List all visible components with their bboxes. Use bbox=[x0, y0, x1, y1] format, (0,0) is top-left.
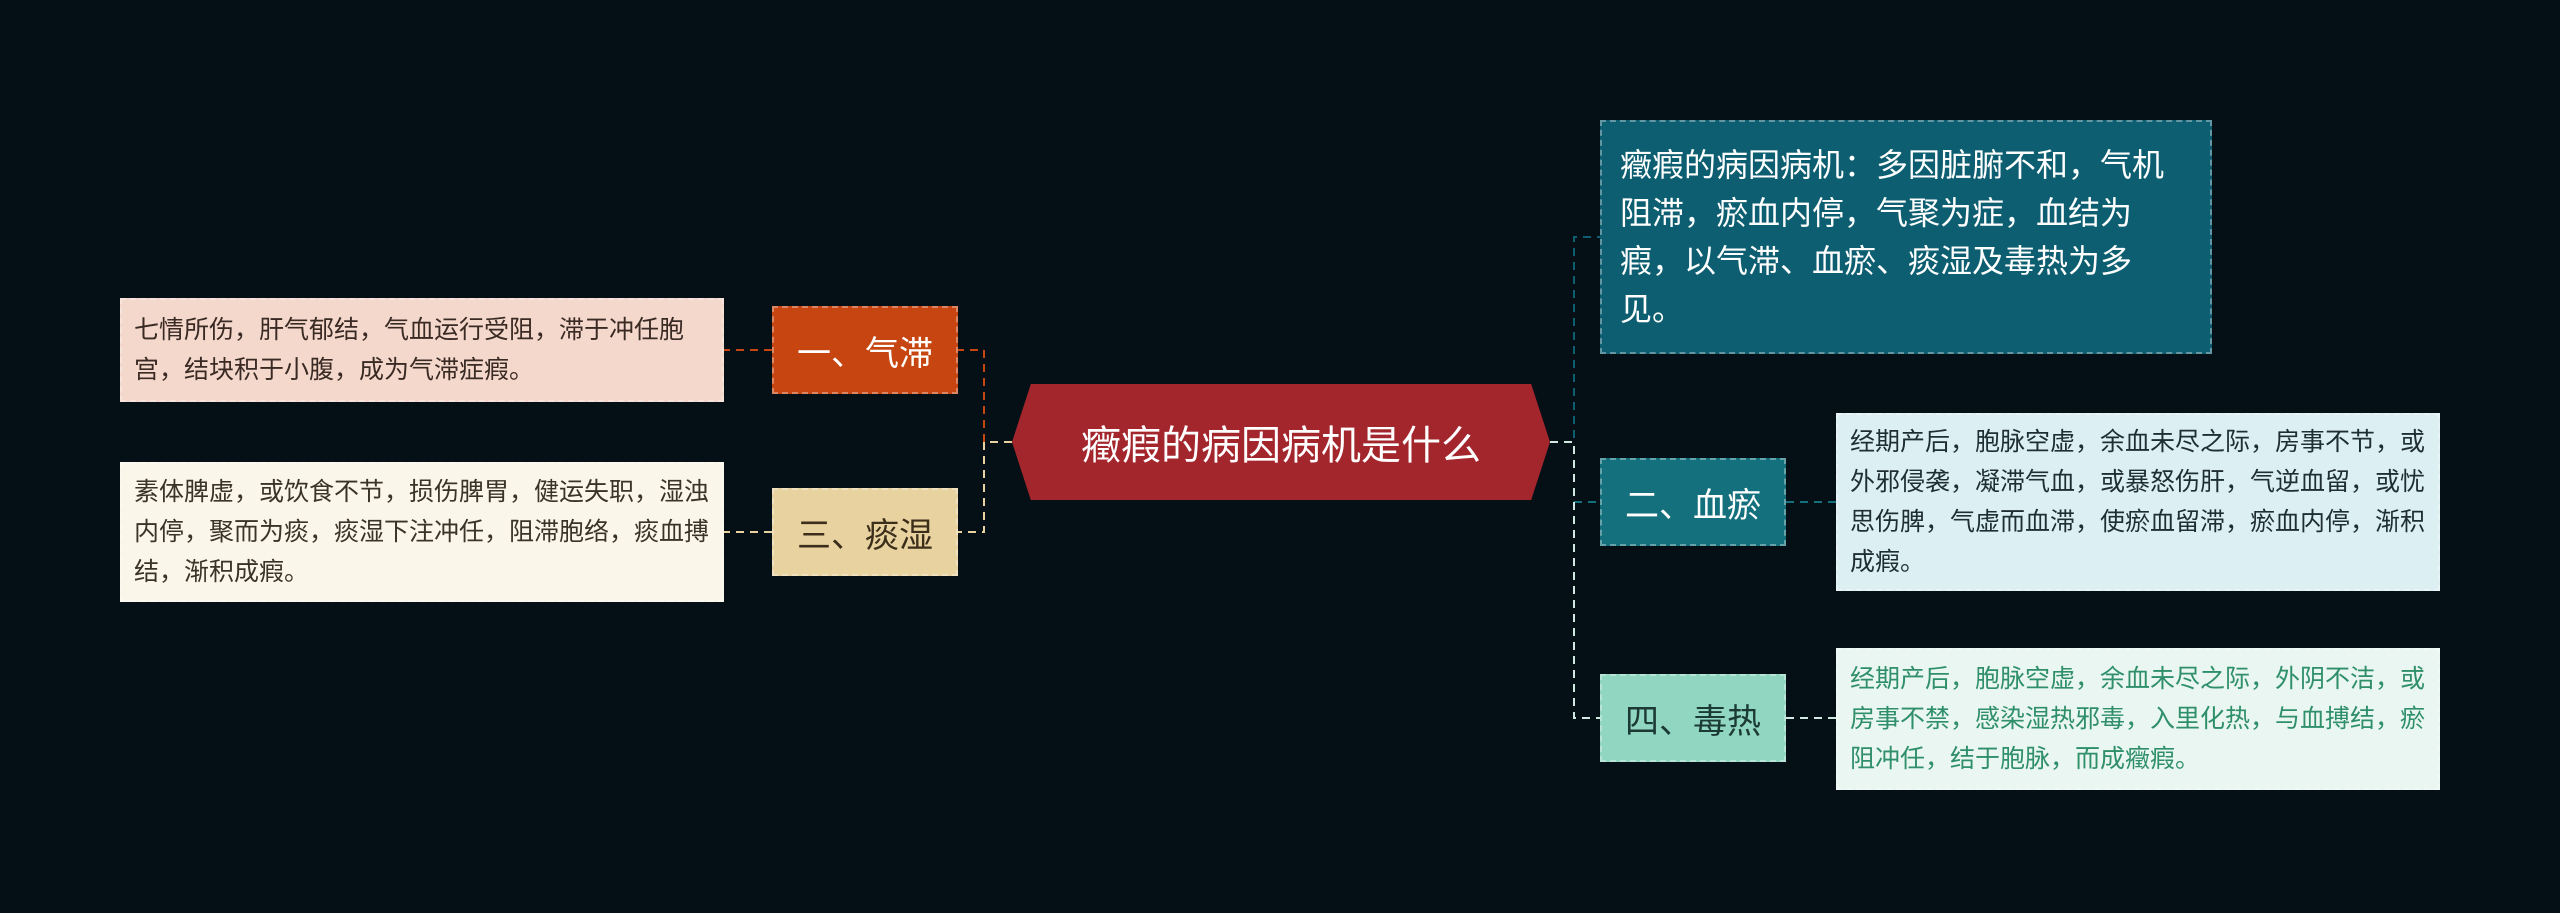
branch-qizhi-label: 一、气滞 bbox=[797, 333, 933, 374]
summary-text: 癥瘕的病因病机：多因脏腑不和，气机阻滞，瘀血内停，气聚为症，血结为瘕，以气滞、血… bbox=[1620, 146, 2165, 328]
branch-dure-label: 四、毒热 bbox=[1625, 701, 1761, 742]
leaf-xueyu[interactable]: 经期产后，胞脉空虚，余血未尽之际，房事不节，或外邪侵袭，凝滞气血，或暴怒伤肝，气… bbox=[1836, 413, 2440, 591]
connector-root-qizhi bbox=[958, 349, 1012, 443]
connector-root-dure bbox=[1550, 441, 1600, 719]
branch-tanshi-label: 三、痰湿 bbox=[797, 515, 933, 556]
summary-node[interactable]: 癥瘕的病因病机：多因脏腑不和，气机阻滞，瘀血内停，气聚为症，血结为瘕，以气滞、血… bbox=[1600, 120, 2212, 354]
branch-tanshi[interactable]: 三、痰湿 bbox=[772, 488, 958, 576]
leaf-qizhi[interactable]: 七情所伤，肝气郁结，气血运行受阻，滞于冲任胞宫，结块积于小腹，成为气滞症瘕。 bbox=[120, 298, 724, 402]
branch-dure[interactable]: 四、毒热 bbox=[1600, 674, 1786, 762]
leaf-tanshi-text: 素体脾虚，或饮食不节，损伤脾胃，健运失职，湿浊内停，聚而为痰，痰湿下注冲任，阻滞… bbox=[134, 477, 710, 586]
connector-root-tanshi bbox=[958, 441, 1012, 533]
leaf-qizhi-text: 七情所伤，肝气郁结，气血运行受阻，滞于冲任胞宫，结块积于小腹，成为气滞症瘕。 bbox=[134, 315, 685, 384]
root-topic-label: 癥瘕的病因病机是什么 bbox=[1081, 423, 1481, 469]
leaf-dure[interactable]: 经期产后，胞脉空虚，余血未尽之际，外阴不洁，或房事不禁，感染湿热邪毒，入里化热，… bbox=[1836, 648, 2440, 790]
branch-xueyu-label: 二、血瘀 bbox=[1625, 485, 1761, 526]
leaf-dure-text: 经期产后，胞脉空虚，余血未尽之际，外阴不洁，或房事不禁，感染湿热邪毒，入里化热，… bbox=[1850, 664, 2426, 773]
root-topic[interactable]: 癥瘕的病因病机是什么 bbox=[1012, 384, 1550, 500]
leaf-tanshi[interactable]: 素体脾虚，或饮食不节，损伤脾胃，健运失职，湿浊内停，聚而为痰，痰湿下注冲任，阻滞… bbox=[120, 462, 724, 602]
branch-xueyu[interactable]: 二、血瘀 bbox=[1600, 458, 1786, 546]
branch-qizhi[interactable]: 一、气滞 bbox=[772, 306, 958, 394]
connector-root-summary bbox=[1550, 236, 1600, 443]
leaf-xueyu-text: 经期产后，胞脉空虚，余血未尽之际，房事不节，或外邪侵袭，凝滞气血，或暴怒伤肝，气… bbox=[1850, 427, 2426, 576]
